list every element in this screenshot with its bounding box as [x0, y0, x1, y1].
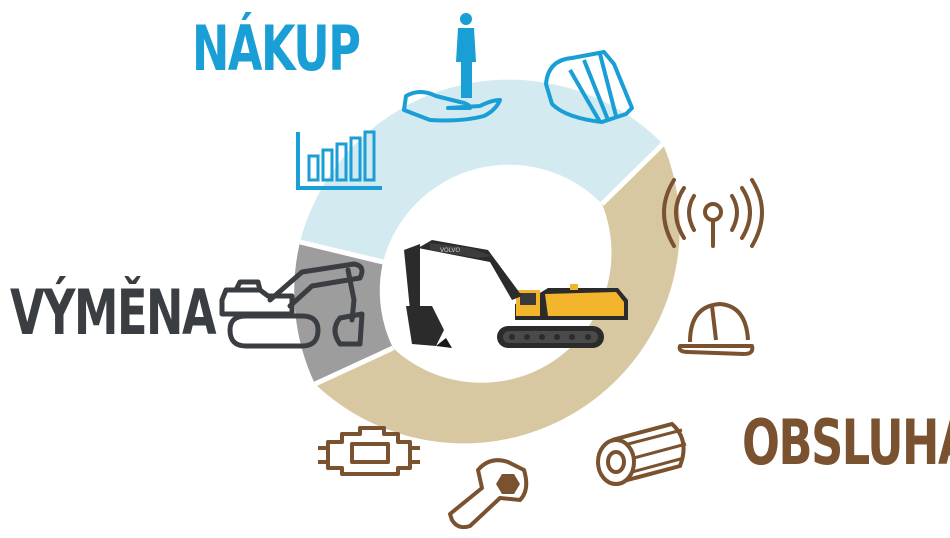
label-vymena: VÝMĚNA	[10, 276, 217, 349]
filter-cylinder-icon	[596, 421, 687, 486]
excavator-outline-icon	[219, 261, 365, 349]
excavator-image: VOLVO	[404, 240, 628, 348]
engine-icon	[318, 426, 420, 476]
ring-segment-obsluha	[315, 144, 680, 444]
machine-brand: VOLVO	[440, 247, 460, 254]
hard-hat-icon	[677, 302, 755, 356]
signal-antenna-icon	[662, 178, 764, 248]
label-nakup: NÁKUP	[192, 12, 361, 85]
ring-segment-nakup	[300, 79, 663, 262]
bucket-icon	[544, 50, 634, 124]
person-hand-icon	[402, 13, 502, 123]
bar-chart-icon	[296, 130, 382, 190]
ring	[294, 79, 680, 444]
wrench-nut-icon	[448, 458, 529, 530]
label-obsluha: OBSLUHA	[742, 406, 950, 479]
ring-segment-vymena	[294, 242, 393, 384]
